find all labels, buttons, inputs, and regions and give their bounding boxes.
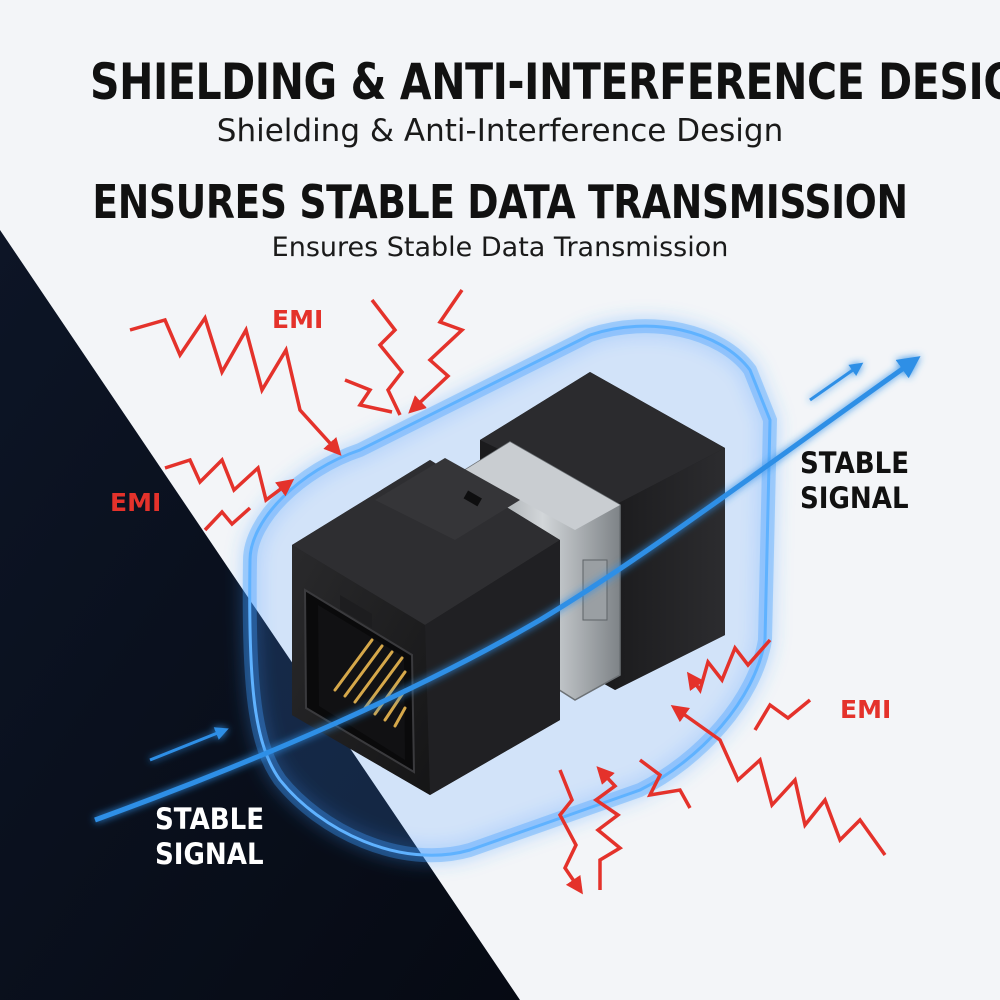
secondary-headline: ENSURES STABLE DATA TRANSMISSION (92, 175, 908, 229)
stable-signal-label-right-line1: STABLE (800, 446, 910, 480)
emi-zigzag-arrow-icon (129, 289, 887, 895)
stable-signal-label-right-line2: SIGNAL (800, 481, 909, 515)
emi-label-right: EMI (840, 695, 892, 724)
emi-label-left: EMI (110, 488, 162, 517)
stable-signal-label-right: STABLE SIGNAL (800, 446, 909, 516)
main-subheadline: Shielding & Anti-Interference Design (216, 113, 784, 149)
emi-label-top: EMI (272, 305, 324, 334)
main-headline: SHIELDING & ANTI-INTERFERENCE DESIGN (90, 53, 1000, 111)
stable-signal-label-left: STABLE SIGNAL (155, 802, 264, 872)
signal-arrow-icon (94, 356, 921, 823)
stable-signal-label-left-line2: SIGNAL (155, 837, 264, 871)
stable-signal-label-left-line1: STABLE (155, 802, 265, 836)
secondary-subheadline: Ensures Stable Data Transmission (271, 232, 729, 263)
